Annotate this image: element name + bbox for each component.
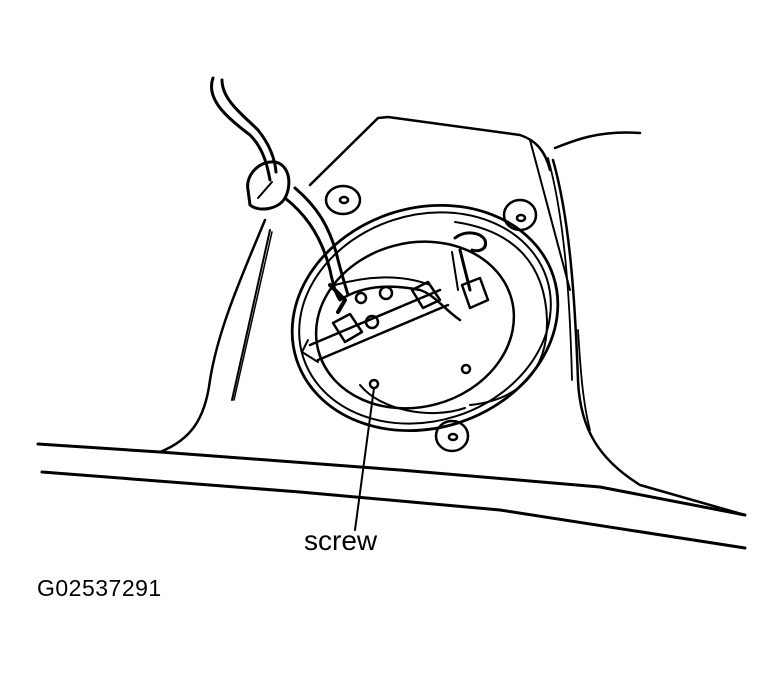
screw-leader-line: [354, 387, 375, 531]
bolt-top-right: [502, 198, 538, 232]
bolt-top-left: [324, 184, 362, 216]
wiring-harness: [210, 76, 350, 302]
fuel-pump-module: [301, 231, 516, 415]
bolt-bottom: [434, 419, 470, 453]
figure-id: G02537291: [37, 575, 162, 601]
raised-panel-outline: [308, 115, 747, 517]
left-panel-contour: [158, 218, 273, 454]
retaining-screw: [368, 378, 380, 390]
floor-lines: [36, 442, 747, 550]
mounting-bolts: [324, 184, 538, 453]
screw-callout-label: screw: [304, 525, 378, 556]
access-opening: [290, 203, 560, 433]
